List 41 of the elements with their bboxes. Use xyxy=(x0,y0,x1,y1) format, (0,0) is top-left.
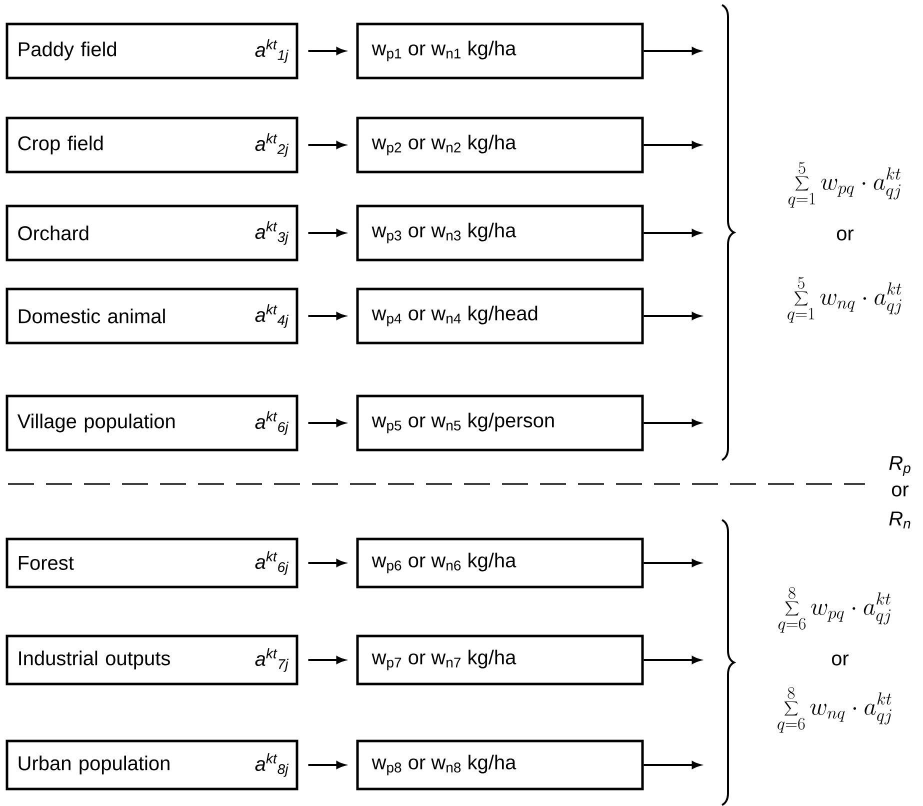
arrow xyxy=(308,229,346,237)
arrow xyxy=(644,559,701,567)
coefficient-box: w$_{p1}$ or w$_{n1}$ kg/ha xyxy=(356,22,644,80)
category-box: Domestic animal a$^{kt}$4j xyxy=(6,288,298,344)
arrow xyxy=(644,229,701,237)
sum-formula: $\sum_{q=1}^{5} w_{pq}\cdot a_{qj}^{kt}$ xyxy=(788,162,901,208)
arrow xyxy=(308,419,346,427)
category-box: Urban population a$^{kt}$8j xyxy=(6,740,298,790)
arrow xyxy=(308,656,346,664)
sum-formula: $\sum_{q=6}^{8} w_{nq}\cdot a_{qj}^{kt}$ xyxy=(778,687,892,733)
coefficient-box: w$_{p4}$ or w$_{n4}$ kg/head xyxy=(356,288,644,344)
arrow xyxy=(644,656,701,664)
coefficient-box: w$_{p8}$ or w$_{n8}$ kg/ha xyxy=(356,740,644,790)
arrow xyxy=(308,559,346,567)
coefficient-box: w$_{p5}$ or w$_{n5}$ kg/person xyxy=(356,394,644,452)
label: R$_{p}$ xyxy=(889,456,910,476)
arrow xyxy=(308,141,346,149)
label: R$_{n}$ xyxy=(889,512,910,528)
coefficient-box: w$_{p3}$ or w$_{n3}$ kg/ha xyxy=(356,204,644,262)
label: or xyxy=(832,654,849,666)
arrow xyxy=(308,47,346,55)
category-box: Forest a$^{kt}$6j xyxy=(6,538,298,588)
category-box: Village population a$^{kt}$6j xyxy=(6,394,298,452)
category-box: Crop field a$^{kt}$2j xyxy=(6,116,298,174)
arrow xyxy=(644,141,701,149)
coefficient-box: w$_{p7}$ or w$_{n7}$ kg/ha xyxy=(356,634,644,686)
arrow xyxy=(644,312,701,320)
category-box: Industrial outputs a$^{kt}$7j xyxy=(6,634,298,686)
coefficient-box: w$_{p6}$ or w$_{n6}$ kg/ha xyxy=(356,538,644,588)
category-box: Orchard a$^{kt}$3j xyxy=(6,204,298,262)
arrow xyxy=(644,47,701,55)
label: or xyxy=(892,486,909,496)
sum-formula: $\sum_{q=6}^{8} w_{pq}\cdot a_{qj}^{kt}$ xyxy=(778,587,891,633)
sum-formula: $\sum_{q=1}^{5} w_{nq}\cdot a_{qj}^{kt}$ xyxy=(788,277,902,323)
arrow xyxy=(644,419,701,427)
coefficient-box: w$_{p2}$ or w$_{n2}$ kg/ha xyxy=(356,116,644,174)
label: or xyxy=(836,230,854,240)
arrow xyxy=(308,761,346,769)
category-box: Paddy field a$^{kt}$1j xyxy=(6,22,298,80)
arrow xyxy=(308,312,346,320)
arrow xyxy=(644,761,701,769)
